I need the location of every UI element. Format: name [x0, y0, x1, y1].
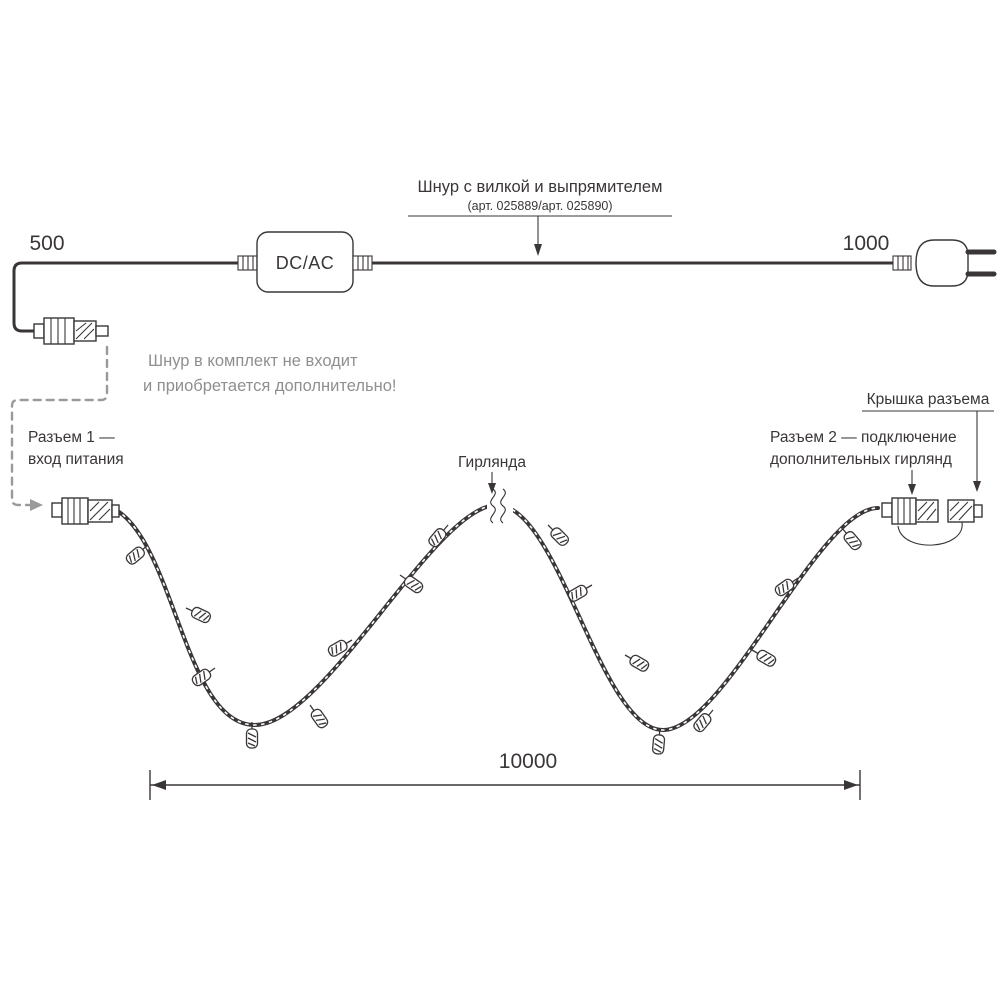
cap-tether — [897, 521, 963, 546]
dashed-arrow-icon — [30, 499, 43, 511]
cord-title-callout: Шнур с вилкой и выпрямителем (арт. 02588… — [408, 178, 672, 256]
not-included-line1: Шнур в комплект не входит — [148, 352, 358, 370]
dashed-connection — [10, 345, 109, 511]
garland-label: Гирлянда — [458, 454, 526, 471]
cord-title: Шнур с вилкой и выпрямителем — [418, 178, 663, 196]
connector2-line1: Разъем 2 — подключение — [770, 429, 957, 446]
connector2-arrow-icon — [908, 484, 916, 495]
connector-cap — [947, 499, 983, 523]
dim-1000: 1000 — [843, 232, 890, 255]
euro-plug — [892, 239, 997, 287]
connector1-line2: вход питания — [28, 451, 124, 468]
cap-arrow-icon — [973, 481, 981, 492]
not-included-note: Шнур в комплект не входит и приобретаетс… — [143, 352, 397, 395]
garland-arrow-icon — [488, 483, 496, 494]
dim-arrow-right-icon — [844, 780, 858, 790]
connector2-line2: дополнительных гирлянд — [770, 451, 952, 468]
cord-subtitle: (арт. 025889/арт. 025890) — [467, 199, 612, 213]
connector1-label: Разъем 1 — вход питания — [28, 429, 124, 468]
not-included-line2: и приобретается дополнительно! — [143, 377, 397, 395]
cap-callout: Крышка разъема — [862, 391, 994, 492]
cap-label: Крышка разъема — [867, 391, 990, 408]
cord-title-arrow-icon — [534, 244, 542, 256]
garland-callout: Гирлянда — [458, 454, 526, 494]
garland-connector1 — [51, 497, 120, 525]
dim-10000: 10000 — [499, 750, 557, 773]
bottom-dimension: 10000 — [149, 750, 861, 800]
garland-wire — [114, 502, 880, 733]
garland-connector2 — [881, 497, 983, 546]
dim-500: 500 — [29, 232, 64, 255]
connector1-line1: Разъем 1 — — [28, 429, 115, 446]
cord-connector — [33, 317, 109, 345]
dc-ac-converter: DC/AC — [237, 231, 373, 293]
cord-wire-left — [12, 261, 257, 333]
wire-break-icon — [487, 488, 513, 524]
connector2-label: Разъем 2 — подключение дополнительных ги… — [770, 429, 957, 495]
dim-arrow-left-icon — [152, 780, 166, 790]
dc-ac-label: DC/AC — [276, 253, 335, 273]
